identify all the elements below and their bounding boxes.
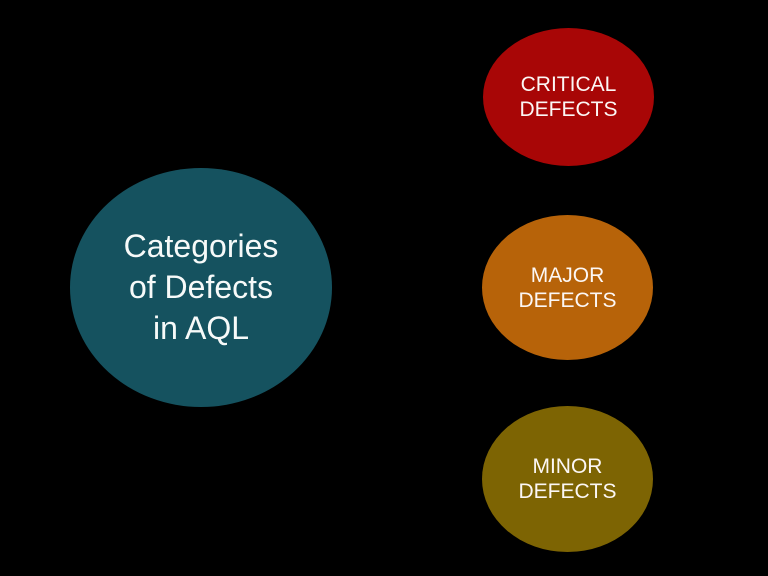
critical-defects-label-line-2: DEFECTS xyxy=(519,98,618,121)
major-defects-label-line-2: DEFECTS xyxy=(518,288,617,312)
main-circle-label-line-3: in AQL xyxy=(152,310,250,346)
minor-defects-circle: MINOR DEFECTS xyxy=(482,406,653,552)
main-circle-label-line-1: Categories xyxy=(123,228,279,264)
main-circle-label-line-2: of Defects xyxy=(128,269,274,305)
critical-defects-label-line-1: CRITICAL xyxy=(520,73,617,96)
critical-defects-label: CRITICAL DEFECTS xyxy=(519,72,617,122)
minor-defects-label-line-1: MINOR xyxy=(532,455,603,478)
major-defects-label: MAJOR DEFECTS xyxy=(518,263,616,313)
minor-defects-label: MINOR DEFECTS xyxy=(518,454,616,504)
main-circle-label: Categories of Defects in AQL xyxy=(124,226,279,349)
main-circle-categories-of-defects: Categories of Defects in AQL xyxy=(70,168,332,407)
major-defects-label-line-1: MAJOR xyxy=(530,263,605,287)
major-defects-circle: MAJOR DEFECTS xyxy=(482,215,653,360)
critical-defects-circle: CRITICAL DEFECTS xyxy=(483,28,654,166)
minor-defects-label-line-2: DEFECTS xyxy=(518,480,617,503)
